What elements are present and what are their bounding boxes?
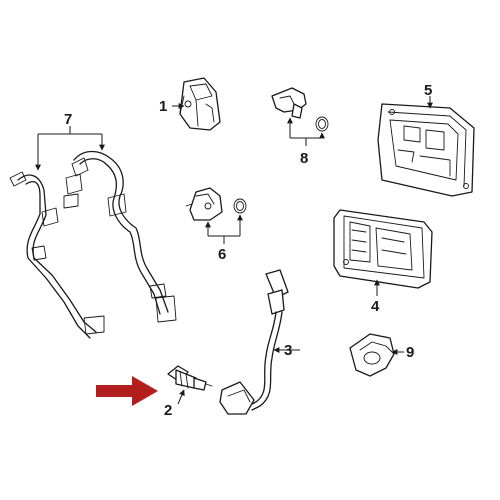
callout-6: 6 (218, 246, 226, 263)
part-3-sensor-lead[interactable] (219, 269, 289, 415)
part-6-sensor[interactable] (185, 187, 247, 221)
callout-9: 9 (406, 344, 414, 361)
part-5-module-bracket[interactable] (377, 103, 475, 197)
indicator-arrow (96, 376, 158, 406)
part-4-control-module[interactable] (333, 209, 433, 289)
part-8-sensor[interactable] (271, 87, 329, 132)
part-7-wiring-harness[interactable] (9, 150, 177, 339)
part-9-sensor[interactable] (349, 333, 395, 377)
callout-5: 5 (424, 82, 432, 99)
callout-4: 4 (371, 298, 380, 315)
callout-7: 7 (64, 111, 72, 128)
callout-8: 8 (300, 150, 308, 167)
part-2-sensor[interactable] (167, 365, 213, 391)
callout-2: 2 (164, 402, 172, 419)
part-1-ignition-coil[interactable] (179, 77, 221, 131)
callout-3: 3 (284, 342, 292, 359)
callout-1: 1 (159, 98, 167, 115)
